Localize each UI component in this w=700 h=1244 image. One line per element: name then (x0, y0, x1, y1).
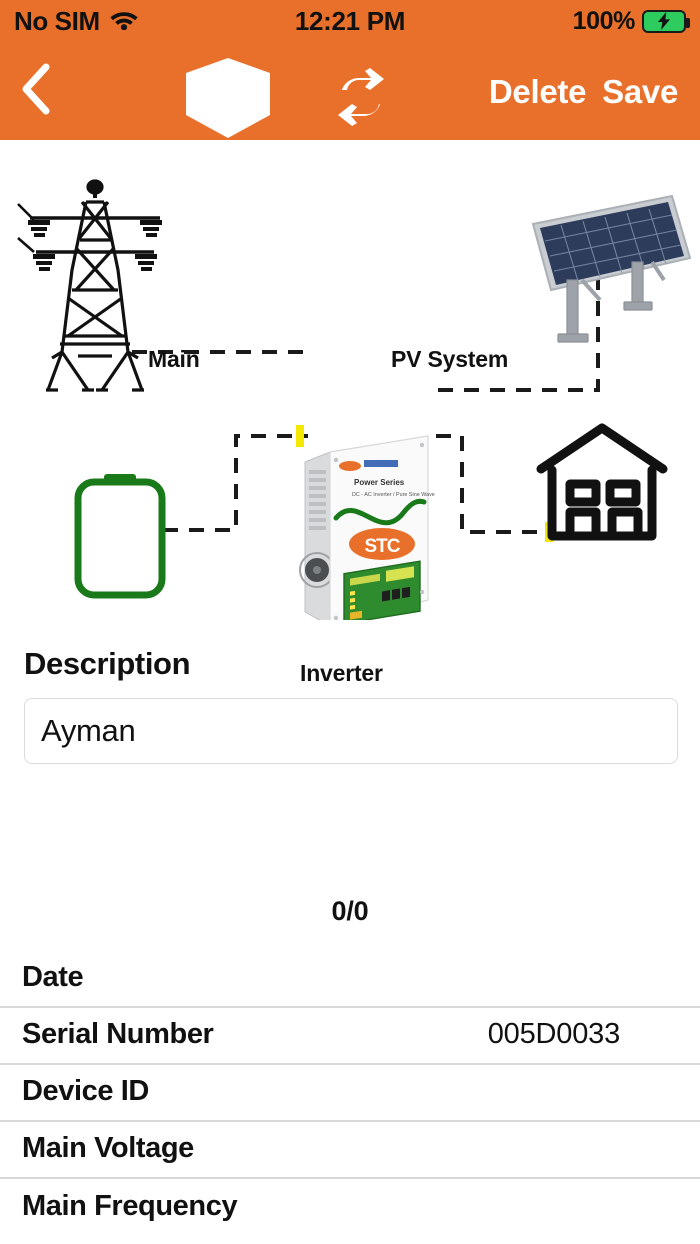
cube-logo-icon (182, 56, 274, 145)
flow-marker-battery (296, 425, 304, 447)
row-key: Serial Number (22, 1018, 214, 1050)
svg-text:DC - AC Inverter / Pure Sine W: DC - AC Inverter / Pure Sine Wave (352, 492, 435, 498)
inverter-device-icon: Power Series DC - AC Inverter / Pure Sin… (299, 435, 435, 620)
wifi-icon (109, 8, 139, 35)
save-button[interactable]: Save (602, 72, 678, 110)
battery-charging-icon (642, 9, 690, 33)
table-row[interactable]: Device ID (0, 1065, 700, 1122)
chevron-left-icon (18, 62, 52, 121)
delete-button[interactable]: Delete (488, 72, 587, 110)
description-label: Description (24, 646, 191, 681)
status-bar: No SIM 12:21 PM 100% (0, 0, 700, 42)
status-bar-left: No SIM (14, 6, 139, 37)
diagram-label-main: Main (148, 346, 200, 372)
row-key: Date (22, 961, 84, 993)
svg-text:STC: STC (365, 536, 401, 557)
row-value: 005D0033 (487, 1018, 620, 1050)
row-key: Main Voltage (22, 1132, 194, 1164)
description-input[interactable] (24, 698, 678, 764)
table-row[interactable]: Main Frequency (0, 1179, 700, 1235)
navigation-bar: Delete Save (0, 42, 700, 140)
table-row[interactable]: Date (0, 951, 700, 1008)
table-row[interactable]: Serial Number 005D0033 (0, 1008, 700, 1065)
readings-table: Date Serial Number 005D0033 Device ID Ma… (0, 951, 700, 1235)
solar-panel-icon (531, 194, 692, 343)
flow-line-pv (436, 275, 600, 392)
table-row[interactable]: Main Voltage (0, 1122, 700, 1179)
energy-flow-diagram: Power Series DC - AC Inverter / Pure Sin… (0, 140, 700, 686)
back-button[interactable] (18, 63, 64, 119)
battery-outline-icon (74, 474, 166, 599)
status-bar-right: 100% (572, 6, 690, 36)
row-key: Device ID (22, 1075, 149, 1107)
transmission-tower-icon (17, 179, 162, 392)
flow-line-home (436, 434, 538, 534)
row-key: Main Frequency (22, 1189, 238, 1222)
sync-refresh-icon (330, 68, 392, 130)
house-icon (536, 423, 668, 541)
description-section: Description (0, 620, 700, 764)
carrier-label: No SIM (14, 5, 100, 36)
record-counter: 0/0 (331, 896, 369, 926)
diagram-label-inverter: Inverter (300, 660, 383, 686)
battery-percent-label: 100% (572, 6, 636, 35)
sync-refresh-button[interactable] (330, 68, 392, 131)
diagram-label-pv: PV System (391, 346, 509, 372)
nav-actions: Delete Save (489, 75, 682, 108)
svg-text:Power Series: Power Series (354, 478, 405, 487)
flow-line-battery (163, 434, 308, 532)
